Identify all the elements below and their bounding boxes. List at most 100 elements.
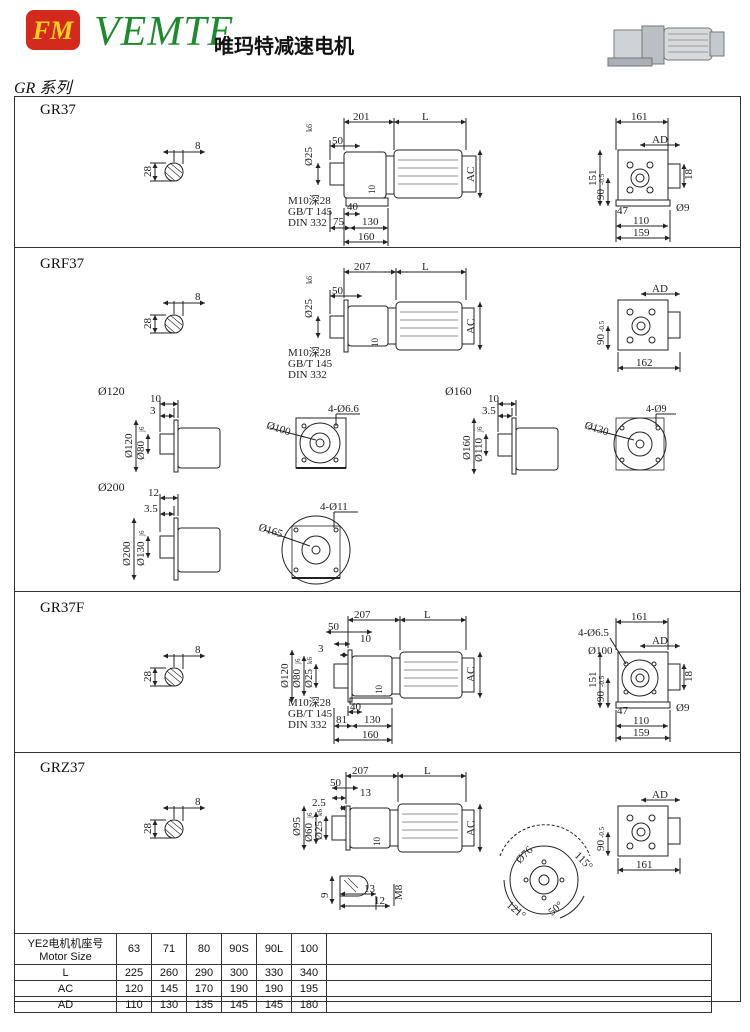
grz37-side-view: 207 L 50 13 2.5 Ø95 Ø60 j6 Ø25 k6 AC 10 — [291, 765, 483, 853]
dim-label: Ø130 — [583, 419, 610, 438]
dim-label: 10 — [370, 338, 380, 348]
dim-label: 160 — [362, 729, 379, 741]
dim-label: 10 — [372, 837, 382, 847]
dim-label: Ø130 — [135, 541, 147, 566]
flange-200-front: Ø165 4-Ø11 — [257, 501, 358, 585]
dim-label: 3 — [318, 643, 324, 655]
flange-120-side: 10 3 Ø120 Ø80 j6 — [123, 393, 221, 473]
dim-label: Ø120 — [123, 433, 135, 458]
dim-label: k6 — [306, 657, 314, 665]
table-header-row: YE2电机机座号 Motor Size 63 71 80 90S 90L 100 — [14, 933, 712, 965]
grf37-end-view: AD 90 -0.5 162 — [595, 283, 681, 372]
motor-product-photo — [607, 25, 725, 67]
dim-label: 4-Ø6.5 — [578, 627, 609, 639]
dim-label: DIN 332 — [288, 719, 327, 731]
shaft-key-section-gr37: 8 28 — [142, 140, 205, 182]
grf37-side-view: 207 L 50 Ø25 k6 AC 10 M10深28 GB/T 145 DI… — [288, 261, 483, 381]
dim-label: AD — [652, 134, 668, 146]
table-row: AC 120 145 170 190 190 195 — [14, 980, 712, 997]
dim-label: AC — [465, 319, 477, 334]
shaft-key-section-grf37: 8 28 — [142, 291, 205, 334]
section-title-grz37: GRZ37 — [40, 760, 85, 776]
size-cell: 63 — [116, 933, 152, 965]
dim-label: AC — [465, 167, 477, 182]
dim-label: 207 — [354, 261, 371, 273]
dim-label: 50 — [328, 621, 340, 633]
flange-label-160: Ø160 — [445, 384, 472, 398]
section-divider — [15, 591, 740, 592]
section-divider — [15, 247, 740, 248]
dim-label: -0.5 — [598, 320, 606, 332]
dim-label: AD — [652, 283, 668, 295]
dim-label: Ø95 — [291, 817, 303, 836]
dim-label: 4-Ø6.6 — [328, 403, 359, 415]
dim-label: 201 — [353, 111, 370, 123]
dim-label: Ø165 — [257, 521, 284, 540]
table-row: AD 110 130 135 145 145 180 — [14, 996, 712, 1013]
dim-label: 8 — [195, 644, 201, 656]
dim-label: 130 — [364, 714, 381, 726]
dim-label: 161 — [636, 859, 653, 871]
dim-label: 151 — [587, 170, 599, 187]
dim-label: 50 — [330, 777, 342, 789]
dim-label: 40 — [347, 201, 359, 213]
dim-label: Ø9 — [676, 702, 690, 714]
dim-label: Ø100 — [265, 419, 292, 438]
dim-label: Ø9 — [676, 202, 690, 214]
dim-label: j6 — [138, 530, 146, 537]
dim-label: 130 — [362, 216, 379, 228]
page-header: FM VEMTE 唯玛特减速电机 GR 系列 — [0, 0, 750, 97]
dim-label: Ø160 — [461, 435, 473, 460]
dim-label: 207 — [354, 609, 371, 621]
dim-label: k6 — [305, 124, 314, 132]
dim-label: -0.5 — [598, 675, 606, 687]
company-logo: FM — [26, 10, 80, 50]
dim-label: L — [424, 609, 431, 621]
gr37-side-view: 201 L 50 Ø25 k6 AC 10 M10深28 GB/T 145 DI… — [288, 111, 483, 246]
dim-label: 161 — [631, 111, 648, 123]
dim-label: 28 — [142, 671, 154, 683]
dim-label: AC — [465, 821, 477, 836]
dim-label: k6 — [316, 809, 324, 817]
dim-label: 3.5 — [144, 503, 158, 515]
dim-label: 8 — [195, 291, 201, 303]
size-cell: 90S — [221, 933, 257, 965]
dim-label: 18 — [683, 671, 695, 683]
dim-label: AC — [465, 667, 477, 682]
dim-label: M10深28 — [288, 194, 331, 207]
dim-label: Ø110 — [473, 437, 485, 462]
dim-label: 47 — [617, 705, 629, 717]
dim-label: 28 — [142, 166, 154, 178]
flange-160-front: Ø130 4-Ø9 — [583, 404, 676, 471]
dim-label: -0.5 — [598, 826, 606, 838]
dim-label: Ø100 — [588, 645, 613, 657]
dim-label: 13 — [364, 883, 376, 895]
dim-label: GB/T 145 — [288, 708, 333, 720]
dim-label: L — [422, 111, 429, 123]
dim-label: 75 — [333, 216, 345, 228]
dim-label: M10深28 — [288, 696, 331, 709]
dim-label: 28 — [142, 823, 154, 835]
flange-120-front: Ø100 4-Ø6.6 — [265, 403, 360, 469]
dim-label: GB/T 145 — [288, 206, 333, 218]
dim-label: Ø80 — [291, 669, 303, 688]
dim-label: M10深28 — [288, 346, 331, 359]
size-cell: 100 — [291, 933, 327, 965]
gr37-end-view: 161 AD 151 90 -0.5 18 47 Ø9 110 159 — [587, 111, 695, 242]
section-divider — [15, 752, 740, 753]
dim-label: 10 — [374, 685, 384, 695]
dim-label: GB/T 145 — [288, 358, 333, 370]
flange-label-200: Ø200 — [98, 480, 125, 494]
dim-label: 40 — [350, 701, 362, 713]
dim-label: 3 — [150, 405, 156, 417]
dim-label: M8 — [393, 884, 405, 900]
dim-label: L — [422, 261, 429, 273]
grz37-torque-arm: 9 13 12 M8 — [319, 875, 405, 910]
dim-label: Ø76 — [514, 844, 536, 866]
grz37-end-view: AD 90 -0.5 161 — [595, 789, 681, 874]
dim-label: 81 — [336, 714, 347, 726]
dim-label: 47 — [617, 205, 629, 217]
dim-label: 90 — [595, 189, 607, 201]
dim-label: 12 — [374, 895, 385, 907]
dim-label: 161 — [631, 611, 648, 623]
